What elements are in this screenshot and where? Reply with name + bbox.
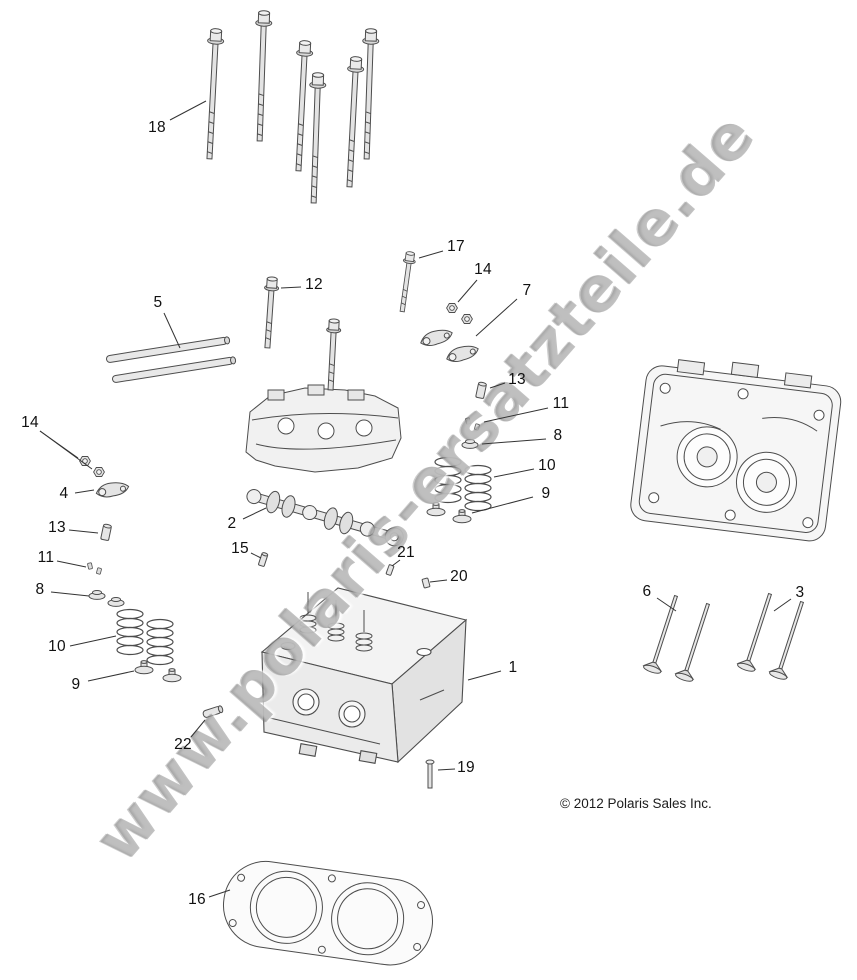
- camshaft-part2: [246, 489, 404, 547]
- head-bolts-part18: [200, 9, 380, 204]
- rocker-shafts-part5: [106, 336, 237, 383]
- valve-spring-part10: [116, 608, 144, 656]
- flange-nut-part14: [446, 303, 458, 313]
- spring-seat-part9: [426, 502, 446, 517]
- spring-retainer-part8: [461, 439, 479, 449]
- valve-keeper-part11: [95, 567, 103, 575]
- flange-nut-part14: [93, 467, 105, 477]
- small-pins-part15-21-20: [258, 552, 431, 589]
- valve-train-left: [79, 456, 182, 683]
- valve-keeper-part11: [473, 423, 481, 431]
- valve-spring-part10: [146, 618, 174, 666]
- flange-nut-part14: [79, 456, 91, 466]
- spring-seat-part9: [162, 668, 182, 683]
- cylinder-head-part1: [260, 587, 468, 764]
- head-gasket-part16: [222, 860, 434, 966]
- valve-keeper-part11: [465, 417, 471, 425]
- valve-spring-part10: [434, 456, 462, 504]
- flange-nut-part14: [461, 314, 473, 324]
- spring-retainer-part8: [88, 590, 106, 600]
- valves-part6-part3: [642, 590, 812, 684]
- rocker-arm-part4: [94, 479, 131, 500]
- spring-retainer-part8: [107, 597, 125, 607]
- stud-part19: [425, 759, 435, 789]
- valve-keeper-part11: [87, 562, 93, 570]
- lash-adjuster-part13: [100, 523, 113, 542]
- rocker-arms-part7: [418, 325, 481, 366]
- lash-adjuster-part13: [475, 381, 488, 400]
- camshaft-carrier: [245, 384, 402, 473]
- valve-spring-part10: [464, 464, 492, 512]
- cylinder-head-bottom-view: [630, 359, 842, 542]
- carrier-bolts-part12-17: [259, 250, 417, 391]
- spring-seat-part9: [452, 509, 472, 524]
- copyright-text: © 2012 Polaris Sales Inc.: [560, 796, 712, 811]
- dowel-pin-part22: [202, 705, 224, 718]
